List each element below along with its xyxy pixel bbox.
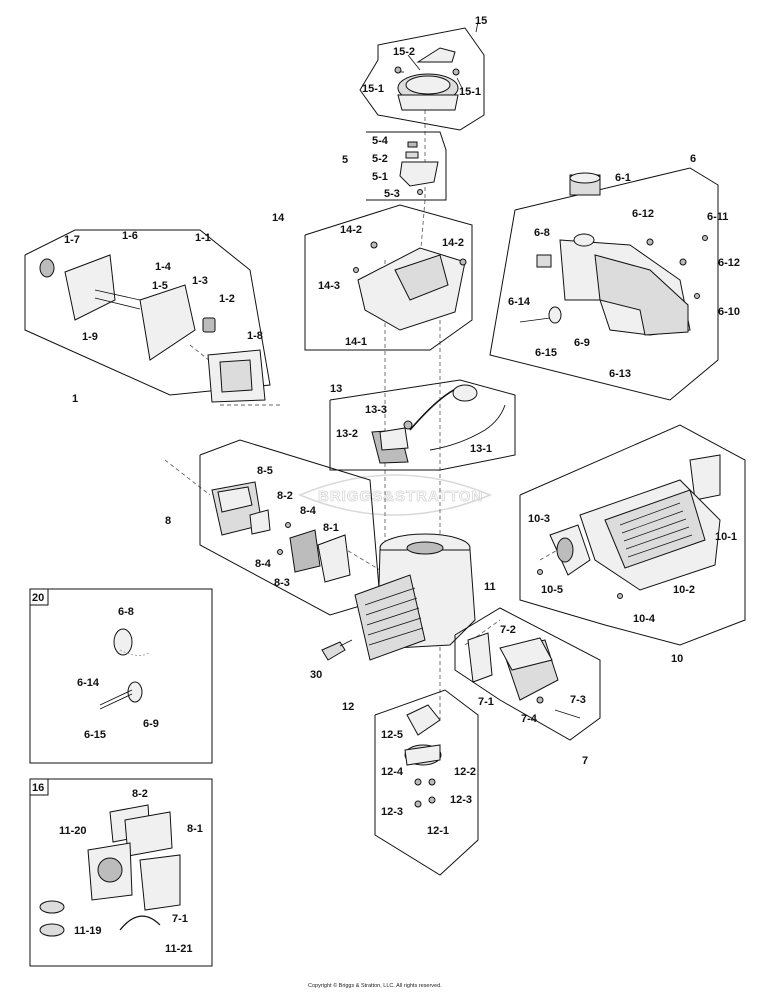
label-20-6-14: 6-14 [77, 677, 100, 689]
group-10-assembly[interactable]: 10 10-3 10-1 10-5 10-2 10-4 [519, 424, 746, 665]
label-10: 10 [671, 653, 683, 665]
label-5-4: 5-4 [372, 135, 389, 147]
label-1-8: 1-8 [247, 330, 263, 342]
label-10-2: 10-2 [673, 584, 695, 596]
watermark-logo: BRIGGS&STRATTON [298, 474, 492, 516]
label-5-1: 5-1 [372, 171, 388, 183]
label-15-1a: 15-1 [362, 83, 384, 95]
engine-block[interactable]: 11 [354, 533, 496, 661]
label-15: 15 [475, 15, 487, 27]
label-1: 1 [72, 393, 78, 405]
label-16-11-21: 11-21 [165, 943, 193, 955]
label-8: 8 [165, 515, 171, 527]
group-12-assembly[interactable]: 12 12-5 12-4 12-2 12-3 12-3 12-1 [342, 689, 479, 876]
label-7: 7 [582, 755, 588, 767]
group-5-assembly[interactable]: 5 5-4 5-2 5-1 5-3 [342, 131, 447, 201]
group-15-assembly[interactable]: 15 15-2 15-1 15-1 [359, 15, 487, 131]
label-16: 16 [32, 782, 44, 794]
label-11: 11 [484, 581, 496, 593]
label-12-2: 12-2 [454, 766, 476, 778]
label-6-12a: 6-12 [632, 208, 654, 220]
copyright-notice: Copyright © Briggs & Stratton, LLC. All … [308, 982, 442, 989]
label-10-1: 10-1 [715, 531, 737, 543]
label-6: 6 [690, 153, 696, 165]
label-12-5: 12-5 [381, 729, 403, 741]
label-8-1: 8-1 [323, 522, 339, 534]
label-1-3: 1-3 [192, 275, 208, 287]
label-8-5: 8-5 [257, 465, 273, 477]
label-8-2: 8-2 [277, 490, 293, 502]
label-1-7: 1-7 [64, 234, 80, 246]
spark-plug[interactable]: 30 [310, 639, 353, 681]
label-1-4: 1-4 [155, 261, 172, 273]
label-7-3: 7-3 [570, 694, 586, 706]
label-16-11-20: 11-20 [59, 825, 87, 837]
group-7-assembly[interactable]: 7 7-2 7-1 7-3 7-4 [454, 607, 601, 767]
label-6-15: 6-15 [535, 347, 557, 359]
label-8-4b: 8-4 [255, 558, 272, 570]
label-6-14: 6-14 [508, 296, 531, 308]
label-12-1: 12-1 [427, 825, 449, 837]
label-6-1: 6-1 [615, 172, 631, 184]
label-14-2a: 14-2 [340, 224, 362, 236]
group-8-assembly[interactable]: 8 8-5 8-2 8-4 8-1 8-4 8-3 [165, 439, 381, 616]
label-16-8-2: 8-2 [132, 788, 148, 800]
label-16-7-1: 7-1 [172, 913, 188, 925]
label-12-3b: 12-3 [381, 806, 403, 818]
label-5-2: 5-2 [372, 153, 388, 165]
label-14-1: 14-1 [345, 336, 367, 348]
label-8-4a: 8-4 [300, 505, 317, 517]
label-13-2: 13-2 [336, 428, 358, 440]
label-1-5: 1-5 [152, 280, 168, 292]
label-15-1b: 15-1 [459, 86, 481, 98]
label-13: 13 [330, 383, 342, 395]
label-16-8-1: 8-1 [187, 823, 203, 835]
group-14-assembly[interactable]: 14 14-2 14-2 14-3 14-1 [272, 204, 473, 351]
label-6-13: 6-13 [609, 368, 631, 380]
label-5: 5 [342, 154, 348, 166]
label-1-9: 1-9 [82, 331, 98, 343]
label-13-3: 13-3 [365, 404, 387, 416]
label-1-2: 1-2 [219, 293, 235, 305]
group-20-inset[interactable]: 20 6-8 6-14 6-9 6-15 [29, 588, 213, 764]
label-6-12b: 6-12 [718, 257, 740, 269]
label-5-3: 5-3 [384, 188, 400, 200]
label-7-4: 7-4 [521, 713, 538, 725]
group-16-inset[interactable]: 16 8-2 11-20 8-1 7-1 11-19 11-21 [29, 778, 213, 967]
group-13-assembly[interactable]: 13 13-3 13-2 13-1 [329, 379, 516, 471]
label-14-3: 14-3 [318, 280, 340, 292]
label-20-6-9: 6-9 [143, 718, 159, 730]
label-20-6-15: 6-15 [84, 729, 106, 741]
label-12-4: 12-4 [381, 766, 404, 778]
label-10-4: 10-4 [633, 613, 656, 625]
label-10-3: 10-3 [528, 513, 550, 525]
label-16-11-19: 11-19 [74, 925, 102, 937]
label-6-10: 6-10 [718, 306, 740, 318]
label-6-11: 6-11 [707, 211, 728, 223]
label-20-6-8: 6-8 [118, 606, 134, 618]
label-7-1: 7-1 [478, 696, 494, 708]
watermark-text: BRIGGS&STRATTON [318, 488, 483, 505]
label-10-5: 10-5 [541, 584, 563, 596]
label-12: 12 [342, 701, 354, 713]
label-30: 30 [310, 669, 322, 681]
label-8-3: 8-3 [274, 577, 290, 589]
group-6-assembly[interactable]: 6 6-1 6-8 6-12 6-11 6-12 6-10 6-14 6-9 6… [489, 153, 740, 401]
label-12-3a: 12-3 [450, 794, 472, 806]
label-13-1: 13-1 [470, 443, 492, 455]
label-14: 14 [272, 212, 285, 224]
label-7-2: 7-2 [500, 624, 516, 636]
label-20: 20 [32, 592, 44, 604]
label-15-2: 15-2 [393, 46, 415, 58]
label-1-1: 1-1 [195, 232, 211, 244]
label-14-2b: 14-2 [442, 237, 464, 249]
label-6-8: 6-8 [534, 227, 550, 239]
label-6-9: 6-9 [574, 337, 590, 349]
group-1-assembly[interactable]: 1 1-7 1-6 1-1 1-4 1-3 1-5 1-2 1-9 1-8 [24, 229, 271, 405]
label-1-6: 1-6 [122, 230, 138, 242]
